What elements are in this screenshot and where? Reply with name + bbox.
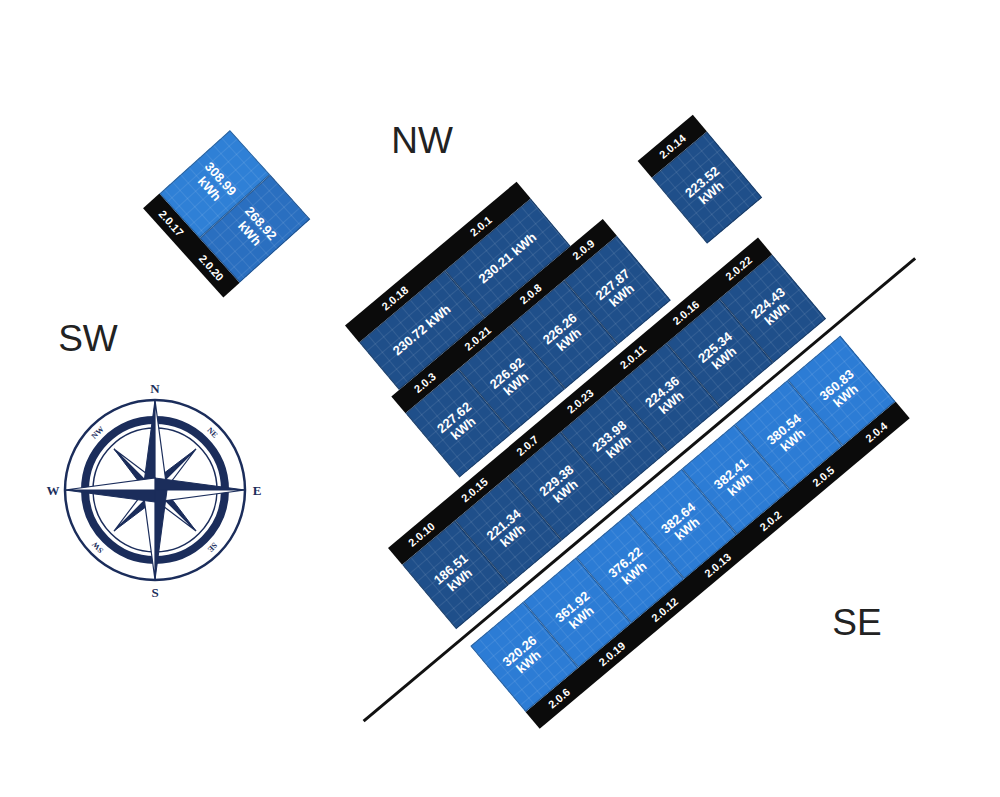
energy-value: 229.38 kWh [531,458,592,515]
star-point [155,478,245,490]
energy-value: 225.34 kWh [690,324,751,381]
panel-array: 2.0.14223.52 kWh [638,115,763,244]
energy-value: 382.64 kWh [653,495,714,552]
star-point [155,400,167,490]
star-point [155,490,167,580]
compass-letter: N [150,382,159,395]
energy-value: 224.36 kWh [637,369,698,426]
energy-value: 230.72 kWh [390,302,453,358]
energy-value: 376.22 kWh [600,539,661,596]
star-point [143,400,155,490]
energy-value: 227.62 kWh [429,395,490,452]
compass-letter: S [151,586,158,599]
energy-value: 361.92 kWh [547,584,608,641]
orientation-label: SW [58,320,118,357]
energy-value: 268.92 kWh [229,202,281,255]
compass-letter: SE [206,541,219,554]
star-point [65,490,155,502]
star-point [155,490,245,502]
energy-value: 221.34 kWh [478,502,539,559]
star-point [65,478,155,490]
compass-letter: E [253,484,262,497]
energy-value: 380.54 kWh [758,406,819,463]
energy-value: 230.21 kWh [476,230,539,286]
star-point [143,490,155,580]
orientation-label: NW [391,122,453,159]
energy-value: 226.92 kWh [481,350,542,407]
energy-value: 382.41 kWh [706,451,767,508]
energy-value: 320.26 kWh [494,628,555,685]
energy-value: 186.51 kWh [425,546,486,603]
energy-value: 360.83 kWh [811,362,872,419]
panel-array: 2.0.172.0.20308.99 kWh268.92 kWh [143,130,310,297]
energy-value: 233.98 kWh [584,413,645,470]
orientation-label: SE [832,604,881,641]
compass-letter: W [47,484,60,497]
energy-value: 224.43 kWh [742,280,803,337]
energy-value: 308.99 kWh [189,157,241,210]
energy-value: 223.52 kWh [676,158,739,217]
energy-value: 226.26 kWh [534,306,595,363]
energy-value: 227.87 kWh [587,262,648,319]
